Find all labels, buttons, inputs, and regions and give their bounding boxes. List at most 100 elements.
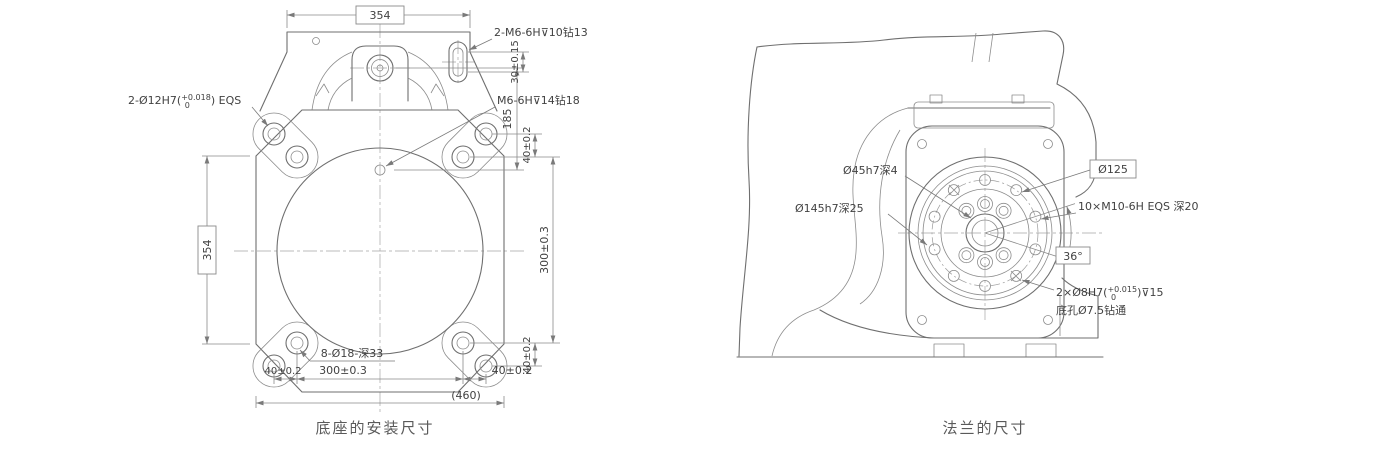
mounting-hole-bore [456,150,470,164]
tap-side-leader [385,106,496,167]
angle-annotation: 36° [1063,250,1083,263]
m10-hole [979,174,991,186]
dowel-leader [1021,279,1055,291]
dim-bottom-overall: (460) [451,389,481,402]
dim-bottom-40-right: 40±0.2 [492,364,533,377]
d125-leader [1021,169,1091,193]
cluster-holes [958,196,1012,270]
spigot-145-circle [922,170,1048,296]
center-bore-circle [276,147,484,355]
angle-box [1055,246,1091,265]
robot-body [736,30,1104,358]
dowel-sub: 0 [185,101,190,110]
dim-right-40-bottom: 40±0.2 [522,336,533,373]
dim-left-group: 354 [197,225,217,275]
cluster-hole [958,247,975,264]
d125-annotation: Ø125 [1098,163,1128,176]
base-view-caption: 底座的安装尺寸 [315,419,434,437]
bracket-slot-inner [452,47,464,77]
corner-boss [243,312,328,397]
mounting-hole [262,122,286,146]
housing-corner-bolt [1043,315,1053,325]
mounting-hole-bore [290,336,304,350]
bracket-outline [259,31,498,112]
mounting-hole-bore [267,359,281,373]
m10-hole [928,243,941,256]
flange-rim-circle [917,165,1053,301]
slot-centerlines [442,40,474,84]
dim-top-width: 354 [370,9,391,22]
cluster-hole-bore [961,250,972,261]
cluster-hole-bore [998,250,1009,261]
mounting-hole-bore [456,336,470,350]
cluster-hole-bore [980,199,990,209]
m10-hole [928,210,941,223]
body-seam-1 [771,107,909,357]
housing-corner-bolt [917,315,927,325]
m10-hole [1010,269,1023,282]
housing-bolt [929,94,943,104]
tap-top-annotation: 2-M6-6H⊽10钻13 [494,25,588,39]
corner-boss [243,103,328,188]
dowel-leader [251,106,269,127]
dim-left-height: 354 [201,240,214,261]
d125-box [1089,159,1137,179]
mounting-hole [285,331,309,355]
pedestal-outline [819,277,1099,339]
bracket-ribs [311,51,449,111]
cluster-hole [977,196,993,212]
m10-hole [979,280,991,292]
mounting-hole-bore [479,359,493,373]
cluster-hole-bore [998,205,1009,216]
housing-top-band [913,101,1055,129]
dim-right-185: 185 [501,109,514,130]
flange-view-caption: 法兰的尺寸 [942,419,1027,437]
bracket-tab [351,45,409,102]
base-foot [1025,343,1057,358]
dim-box-top [355,5,405,25]
dim-right-300: 300±0.3 [538,226,551,274]
center-bore [971,219,999,247]
flange-inner-circle [940,188,1030,278]
cluster-hole-bore [980,257,990,267]
cluster-hole [977,254,993,270]
pilot-hole-annotation: 底孔Ø7.5钻通 [1056,303,1126,317]
spigot-45-circle [965,213,1005,253]
dowel-hole-marks [948,184,1022,282]
bracket-fold-marks [315,83,445,97]
flange-outer-circle [908,156,1062,310]
plate-outline [255,109,505,393]
tap-side-annotation: M6-6H⊽14钻18 [497,93,580,107]
flange-face [898,148,1102,320]
dowel-pre: 2-Ø12H7( [128,94,181,107]
m6-tap-hole [374,164,386,176]
base-dimensions: 354 354 185 30±0.15 40±0.2 300±0.3 40 [197,5,560,408]
cluster-hole [995,247,1012,264]
bracket-hole-mid [371,59,389,77]
dowel-post: )⊽15 [1137,286,1163,299]
base-foot [933,343,965,358]
ext-lines-185 [394,67,524,171]
dowel-sup: +0.015 [1107,285,1137,294]
ext-lines-right-chain [470,133,560,367]
dim-bottom-300: 300±0.3 [319,364,367,377]
dim-bottom-40-left: 40±0.2 [264,366,301,377]
body-seam-2 [859,129,901,305]
dowel-sup: +0.018 [181,93,211,102]
dowel-post: ) EQS [211,94,241,107]
dim-right-40-top: 40±0.2 [522,126,533,163]
mounting-hole [285,145,309,169]
bracket-hole-inner [376,64,384,72]
arm-seam-lines [971,32,994,63]
cluster-hole-bore [961,205,972,216]
ext-lines-30 [468,51,529,73]
right-shoulder-outline [1056,83,1097,198]
base-centerlines [234,24,526,414]
m10-hole [1010,184,1023,197]
cluster-hole [958,202,975,219]
